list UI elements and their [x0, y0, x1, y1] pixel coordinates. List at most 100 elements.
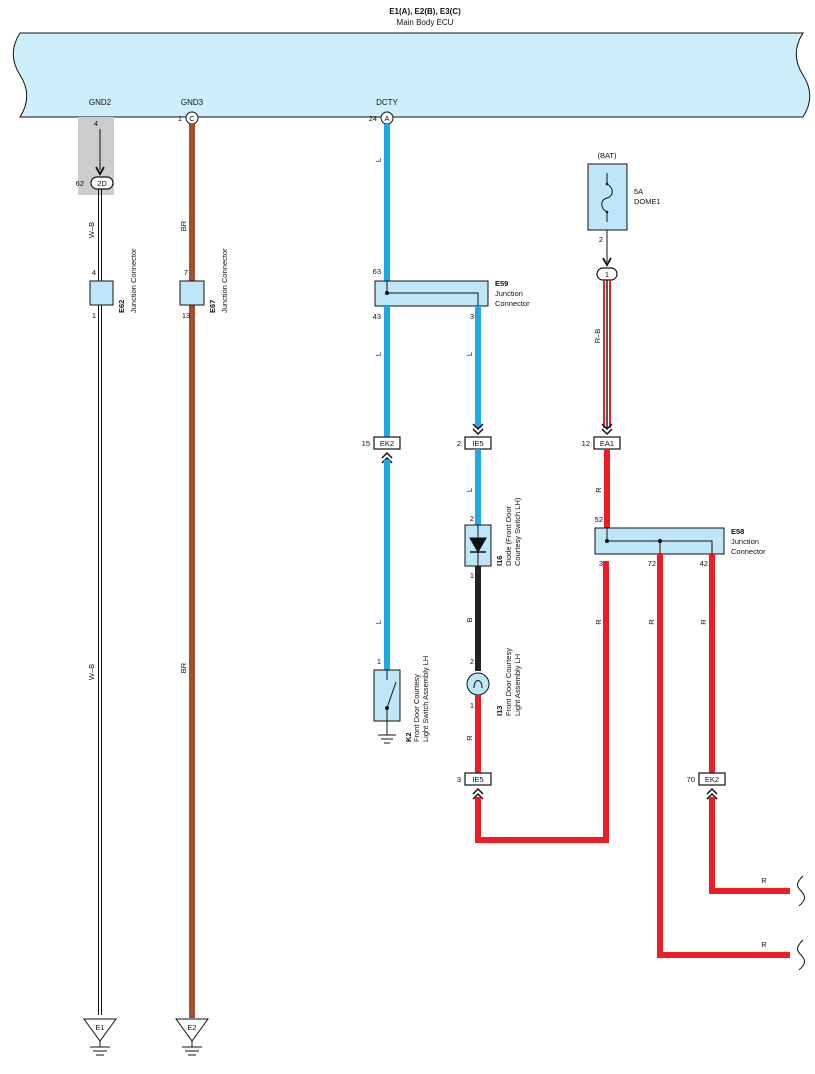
terminal-dcty-label: DCTY — [376, 98, 398, 107]
gnd3-pin: 1 — [178, 114, 182, 123]
wire-r-ek2-out — [709, 797, 790, 894]
wire-label-r-3: R — [594, 619, 603, 625]
i16-desc2: Courtesy Switch LH) — [513, 497, 522, 566]
e58-pin-b: 72 — [648, 559, 656, 568]
wire-r-e58-72 — [657, 554, 790, 958]
wire-r-ie5-to-e58 — [475, 561, 609, 843]
wire-label-l-2: L — [374, 352, 383, 356]
e58-id: E58 — [731, 527, 744, 536]
ek2-left-pin: 15 — [362, 439, 370, 448]
wire-label-r-2: R — [594, 487, 603, 493]
i16-pin-top: 2 — [470, 514, 474, 523]
ie5-lower-id: IE5 — [472, 775, 483, 784]
e62-desc: Junction Connector — [129, 248, 138, 313]
fuse-source: (BAT) — [597, 151, 617, 160]
ek2-right-id: EK2 — [705, 775, 719, 784]
ecu-body — [12, 32, 811, 118]
e59-pin-left: 43 — [373, 312, 381, 321]
inline-connector-2d-label: 2D — [97, 179, 107, 188]
e59-desc2: Connector — [495, 299, 530, 308]
i13-pin-top: 2 — [470, 657, 474, 666]
e67-id: E67 — [208, 300, 217, 313]
wire-label-r-4: R — [647, 619, 656, 625]
ie5-lower-pin: 3 — [457, 775, 461, 784]
e58-splice-dot-1 — [605, 539, 609, 543]
e58-desc2: Connector — [731, 547, 766, 556]
e58-splice-dot-2 — [658, 539, 662, 543]
e62-pin-top: 4 — [92, 268, 96, 277]
wire-label-l-5: L — [465, 488, 474, 492]
ek2-right-pin: 70 — [687, 775, 695, 784]
fuse-name: DOME1 — [634, 197, 661, 206]
wire-label-l-1: L — [374, 158, 383, 162]
e58-pin-a: 3 — [599, 559, 603, 568]
ie5-upper-id: IE5 — [472, 439, 483, 448]
ecu-subtitle: Main Body ECU — [397, 18, 454, 27]
dcty-connector-id: A — [384, 114, 389, 123]
wire-label-br-2: BR — [179, 662, 188, 673]
wire-label-r-6: R — [699, 619, 708, 625]
i13-id: I13 — [495, 706, 504, 716]
terminal-gnd3-label: GND3 — [181, 98, 204, 107]
ground-e1-symbol — [83, 1018, 117, 1042]
e59-pin-in: 63 — [373, 267, 381, 276]
diode-icon — [469, 525, 487, 566]
i13-pin-bottom: 1 — [470, 701, 474, 710]
wire-label-l-4: L — [465, 352, 474, 356]
ground-e2-symbol — [175, 1018, 209, 1042]
wire-label-r-5: R — [761, 940, 767, 949]
k2-id: K2 — [404, 732, 413, 742]
e58-pin-in: 52 — [595, 515, 603, 524]
fuse-rating: 5A — [634, 187, 643, 196]
i16-pin-bottom: 1 — [470, 571, 474, 580]
wire-break-icon-lower — [797, 939, 805, 971]
e67-desc: Junction Connector — [220, 248, 229, 313]
fuse-pin: 2 — [599, 235, 603, 244]
wire-label-r-7: R — [761, 876, 767, 885]
e58-pin-c: 42 — [700, 559, 708, 568]
ea1-id: EA1 — [600, 439, 614, 448]
wire-label-wb-2: W–B — [87, 664, 96, 680]
k2-pin: 1 — [377, 657, 381, 666]
ground-e2-label: E2 — [187, 1023, 196, 1032]
dcty-pin: 24 — [369, 114, 377, 123]
ground-e1-icon — [90, 1041, 110, 1056]
e59-internal-bus — [386, 281, 479, 306]
wire-label-wb-1: W–B — [87, 222, 96, 238]
connector-ek2-left — [373, 436, 401, 450]
ie5-upper-pin: 2 — [457, 439, 461, 448]
e62-id: E62 — [117, 300, 126, 313]
e59-desc1: Junction — [495, 289, 523, 298]
junction-e67 — [179, 280, 205, 306]
wire-label-l-3: L — [374, 620, 383, 624]
ea1-chevron-icon — [601, 423, 613, 436]
connector-ek2-right — [698, 772, 726, 786]
e67-pin-bottom: 13 — [182, 311, 190, 320]
i13-desc1: Front Door Courtesy — [504, 648, 513, 716]
junction-e62 — [89, 280, 114, 306]
e59-id: E59 — [495, 279, 508, 288]
terminal-gnd2-label: GND2 — [89, 98, 112, 107]
e59-splice-dot — [385, 291, 389, 295]
e59-pin-right: 3 — [470, 312, 474, 321]
gnd2-arrow-icon — [95, 166, 105, 176]
ecu-title: E1(A), E2(B), E3(C) — [389, 7, 461, 16]
gnd3-connector-id: C — [189, 114, 195, 123]
ea1-pin: 12 — [582, 439, 590, 448]
e58-desc1: Junction — [731, 537, 759, 546]
ek2-left-id: EK2 — [380, 439, 394, 448]
gnd2-pin: 4 — [94, 119, 98, 128]
wire-label-rb: R–B — [593, 329, 602, 344]
wire-break-icon-upper — [797, 875, 805, 907]
ie5-lower-chevron-icon — [472, 787, 484, 800]
fuse-arrow-icon — [602, 257, 612, 267]
e67-pin-top: 7 — [184, 268, 188, 277]
wire-label-b: B — [465, 617, 474, 622]
ek2-left-chevron-icon — [381, 451, 393, 464]
e62-pin-bottom: 1 — [92, 311, 96, 320]
lamp-i13 — [466, 672, 490, 696]
k2-desc2: Light Switch Assembly LH — [421, 656, 430, 742]
inline-connector-1-label: 1 — [605, 270, 609, 279]
switch-k2-icon — [385, 670, 397, 721]
